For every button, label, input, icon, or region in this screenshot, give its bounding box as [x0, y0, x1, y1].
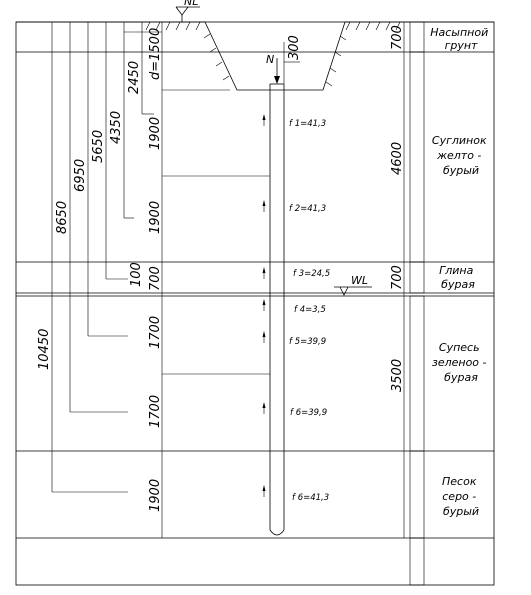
soil-name: Глина бурая: [439, 264, 477, 291]
friction-force-label: f 5=39,9: [289, 337, 326, 347]
friction-force-label: f 1=41,3: [289, 119, 326, 129]
soil-name-line: Супесь: [439, 341, 480, 354]
friction-force-label: f 6=39,9: [290, 408, 327, 418]
head-dimension: 300: [283, 35, 302, 84]
soil-name-line: бурая: [441, 278, 475, 291]
friction-arrow: f 1=41,3: [262, 114, 326, 129]
cum-depth-label: 8650: [55, 201, 70, 234]
soil-name-line: зеленоо -: [432, 356, 487, 369]
sublayer-thickness-label: 1700: [148, 395, 163, 428]
sublayer-thickness-label: 1700: [148, 316, 163, 349]
soil-name-line: Суглинок: [432, 134, 487, 147]
sublayer-thicknesses: 1900 1900 100 700 1700 1700 1900: [129, 117, 163, 512]
sublayer-thickness-label: 700: [148, 266, 163, 291]
drawing-frame: [15, 21, 495, 586]
soil-name: Супесь зеленоо - бурая: [432, 341, 490, 384]
friction-arrow: f 6=41,3: [262, 485, 329, 503]
cum-depth-label: 2450: [127, 61, 142, 94]
head-offset-label: 300: [287, 35, 302, 60]
soil-name-line: Песок: [442, 475, 477, 488]
layer-thickness-label: 700: [390, 265, 405, 290]
soil-hatch-column: [409, 21, 425, 586]
sublayer-thickness-label: 1900: [148, 201, 163, 234]
force-n-label: N: [266, 53, 274, 66]
soil-name-line: грунт: [445, 39, 478, 52]
soil-name-line: серо -: [442, 490, 476, 503]
load-arrow: N: [266, 53, 280, 84]
sublayer-thickness-label: 1900: [148, 117, 163, 150]
sublayer-thickness-label: 100: [129, 262, 144, 287]
pile: [162, 83, 285, 536]
friction-arrow: f 6=39,9: [262, 402, 327, 418]
soil-name-line: Насыпной: [430, 26, 488, 39]
layer-thickness-column: 700 4600 700 3500: [390, 22, 405, 538]
ground-surface: [16, 21, 494, 91]
pile-diameter-label: d=1500: [148, 28, 163, 80]
friction-force-label: f 2=41,3: [289, 204, 326, 214]
friction-arrow: f 3=24,5: [262, 267, 330, 279]
soil-name-line: желто -: [436, 149, 481, 162]
soil-name: Насыпной грунт: [430, 26, 492, 52]
nl-label: NL: [184, 0, 198, 8]
friction-force-label: f 3=24,5: [293, 269, 330, 279]
friction-arrow: f 4=3,5: [262, 299, 326, 315]
cumulative-depths: 10450 8650 6950 5650 4350 2450: [37, 61, 142, 370]
layer-thickness-label: 700: [390, 25, 405, 50]
friction-forces: f 1=41,3 f 2=41,3 f 3=24,5 f 4=3,5 f 5=3…: [262, 114, 330, 503]
cum-depth-label: 6950: [73, 159, 88, 192]
soil-name-line: бурый: [443, 164, 479, 177]
friction-force-label: f 6=41,3: [292, 493, 329, 503]
layer-thickness-label: 3500: [390, 359, 405, 392]
wl-label: WL: [351, 274, 368, 287]
soil-name-line: бурая: [444, 371, 478, 384]
wl-marker: WL: [334, 274, 372, 296]
dimension-guides: [51, 22, 163, 538]
sublayer-thickness-label: 1900: [148, 479, 163, 512]
cum-depth-label: 10450: [37, 329, 52, 370]
friction-arrow: f 2=41,3: [262, 200, 326, 214]
cum-depth-label: 4350: [109, 111, 124, 144]
soil-names: Насыпной грунт Суглинок желто - бурый Гл…: [430, 26, 492, 518]
friction-force-label: f 4=3,5: [294, 305, 326, 315]
soil-name: Песок серо - бурый: [442, 475, 480, 518]
soil-name-line: бурый: [443, 505, 479, 518]
cum-depth-label: 5650: [91, 130, 106, 163]
sublayer-lines: [162, 175, 270, 375]
nl-marker: NL: [175, 0, 200, 22]
soil-name: Суглинок желто - бурый: [432, 134, 490, 177]
layer-thickness-label: 4600: [390, 142, 405, 175]
soil-name-line: Глина: [439, 264, 474, 277]
friction-arrow: f 5=39,9: [262, 331, 326, 347]
